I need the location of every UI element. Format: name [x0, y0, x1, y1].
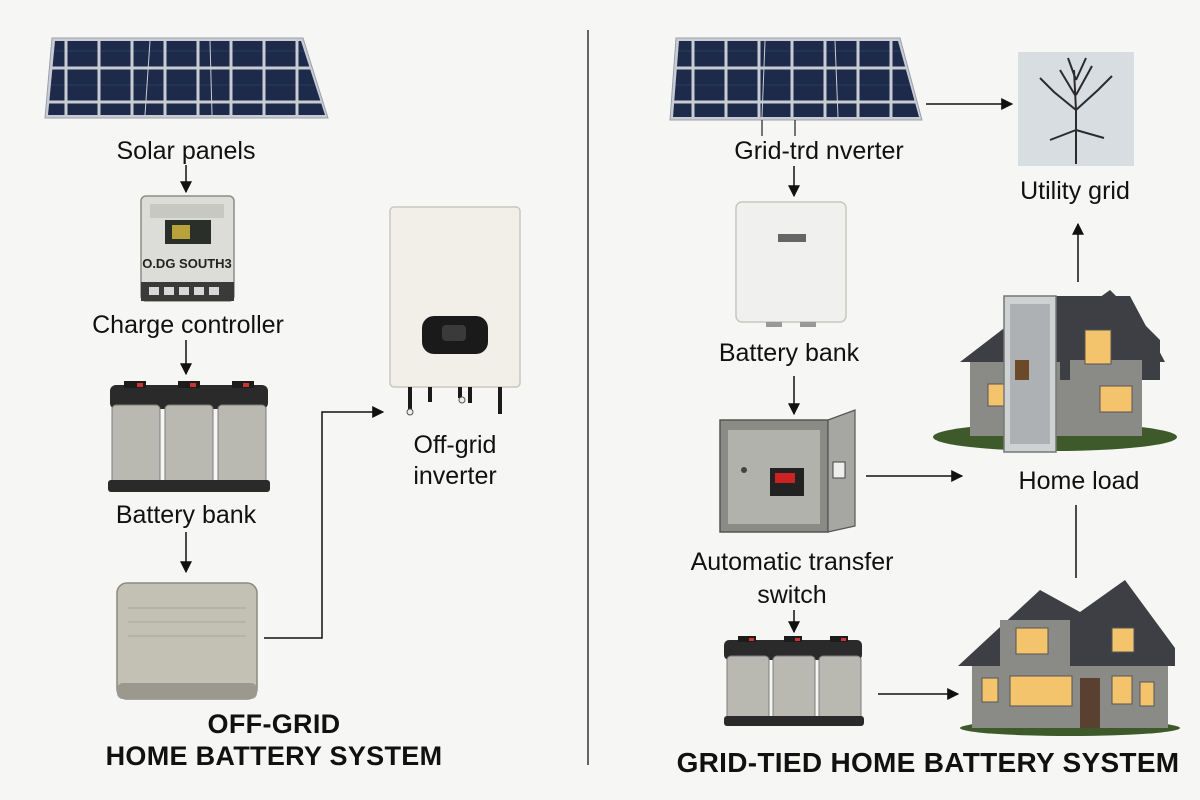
battery-storage-unit — [116, 582, 258, 700]
label-off-grid-inverter-line2: inverter — [413, 462, 497, 491]
label-transfer-switch-line1: Automatic transfer — [690, 548, 894, 576]
battery-bank-gridtied — [724, 636, 864, 726]
label-utility-grid: Utility grid — [1020, 177, 1130, 205]
off-grid-inverter-device — [389, 206, 521, 416]
charge-controller-screen-text: O.DG SOUTH3 — [142, 256, 232, 271]
title-grid-tied: GRID-TIED HOME BATTERY SYSTEM — [676, 747, 1180, 778]
grid-tied-inverter-device — [735, 201, 847, 327]
label-transfer-switch-line2: switch — [757, 580, 827, 609]
title-off-grid: OFF-GRID HOME BATTERY SYSTEM — [106, 708, 443, 773]
transfer-switch-device — [719, 409, 856, 533]
label-off-grid-inverter: Off-grid inverter — [413, 430, 496, 493]
label-home-load: Home load — [1018, 467, 1140, 495]
label-off-grid-inverter-line1: Off-grid — [413, 431, 497, 459]
label-grid-tied-inverter: Grid-trd nverter — [734, 137, 904, 165]
arrow-storage-to-inverter — [264, 406, 385, 639]
title-off-grid-line2: HOME BATTERY SYSTEM — [105, 741, 443, 772]
utility-grid-image — [1018, 52, 1134, 166]
title-off-grid-line1: OFF-GRID — [207, 709, 341, 739]
charge-controller-device — [140, 195, 235, 302]
solar-panel-gridtied — [669, 37, 923, 136]
house-gridtied — [958, 580, 1180, 736]
solar-panel-offgrid — [44, 37, 329, 119]
label-automatic-transfer-switch: Automatic transfer switch — [691, 546, 894, 611]
label-solar-panels: Solar panels — [116, 137, 256, 165]
battery-bank-offgrid — [108, 381, 270, 492]
label-battery-bank-offgrid: Battery bank — [115, 501, 257, 529]
label-charge-controller: Charge controller — [92, 311, 284, 339]
label-battery-bank-gridtied: Battery bank — [718, 339, 860, 367]
house-home-load — [933, 290, 1177, 453]
